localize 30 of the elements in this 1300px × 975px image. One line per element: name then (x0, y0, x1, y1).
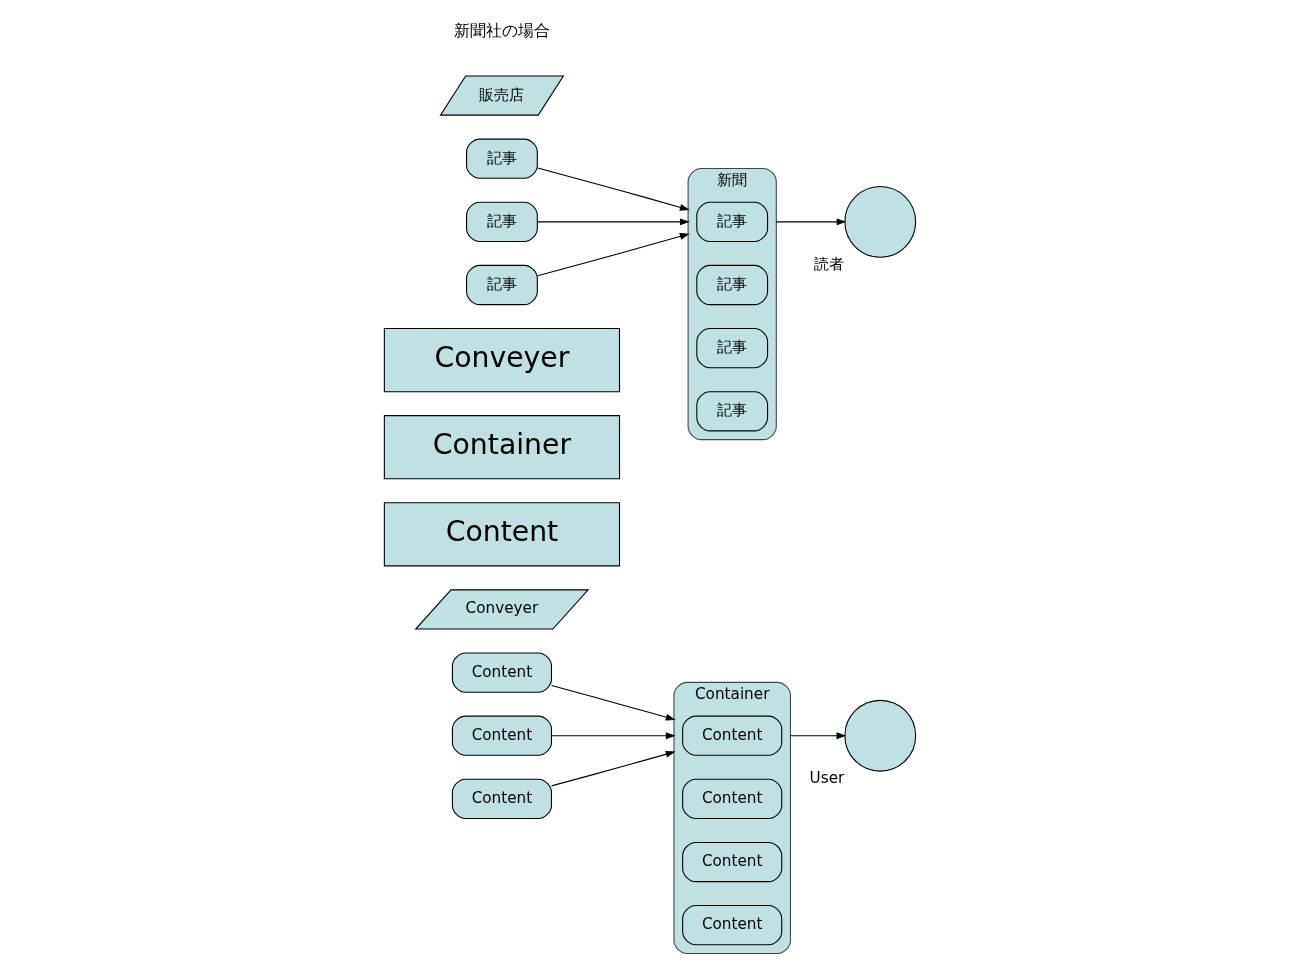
label: 新聞社の場合 (453, 21, 550, 41)
node-box: Content (682, 841, 783, 883)
node-box: Content (682, 715, 783, 756)
node-box: 記事 (466, 264, 538, 306)
node-box: Content (451, 652, 552, 693)
node-box: 記事 (696, 391, 769, 432)
node-box: Conveyer (383, 328, 621, 393)
node-box: Container (383, 415, 621, 480)
node-box: 記事 (696, 328, 769, 369)
arrow (789, 732, 847, 740)
arrow (550, 750, 676, 787)
node-box: Content (682, 778, 783, 819)
arrow (537, 167, 690, 211)
node-box: Content (383, 502, 621, 567)
node-label: User (809, 769, 845, 788)
node-box: Content (682, 905, 783, 946)
arrow (551, 732, 676, 740)
node-box: Content (451, 778, 552, 819)
node-circle (844, 699, 917, 772)
node-box: 記事 (696, 201, 769, 242)
arrow (775, 218, 847, 226)
node-label: 読者 (814, 255, 845, 274)
arrow (537, 233, 690, 277)
arrow (550, 685, 676, 721)
node-box: Content (451, 715, 552, 756)
node-box: 記事 (696, 264, 769, 306)
node-box: 記事 (466, 138, 538, 179)
arrow (537, 218, 690, 226)
node-box: 記事 (466, 201, 538, 242)
node-circle (844, 185, 917, 258)
